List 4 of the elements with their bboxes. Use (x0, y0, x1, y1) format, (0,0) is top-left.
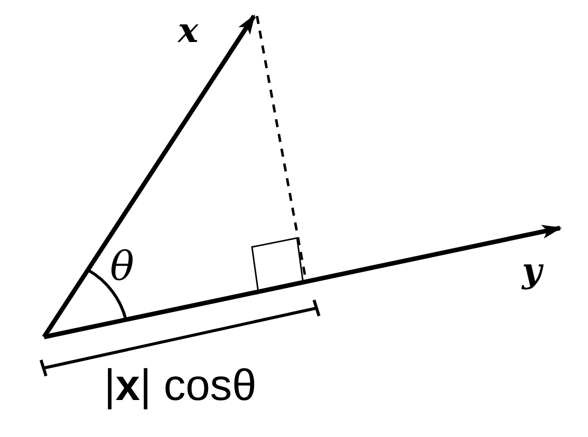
angle-label: θ (110, 247, 134, 287)
vector-label: y (522, 254, 542, 288)
vector-label: x (178, 14, 198, 48)
dimension-label: |x| cosθ (104, 364, 257, 408)
